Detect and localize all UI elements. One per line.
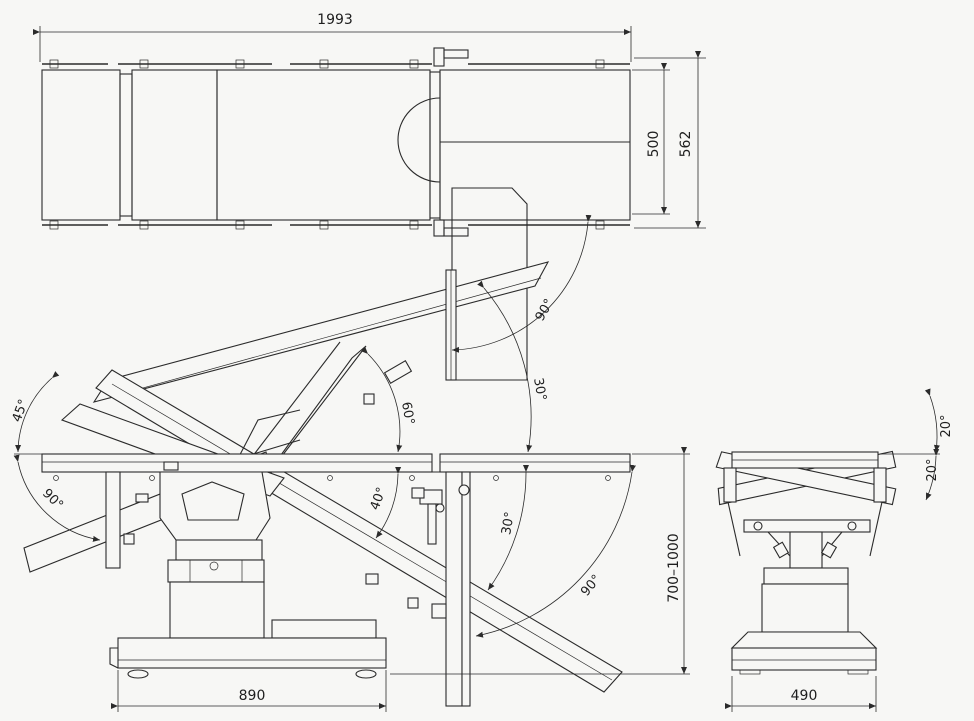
angle-head-45-label: 45° [10, 397, 32, 424]
dimension-base-length: 890 [111, 670, 387, 712]
dimension-overall-length: 1993 [33, 12, 632, 62]
angle-lateral-20-down: 20° [925, 448, 940, 501]
angle-head-90-label: 90° [39, 486, 66, 513]
side-view [23, 261, 631, 707]
angle-lateral-20-up: 20° [880, 388, 954, 455]
dimension-height-range: 700–1000 [390, 447, 690, 675]
angle-leg-90-label: 90° [533, 297, 558, 324]
angle-back-60-label: 60° [398, 401, 417, 426]
angle-lateral-20-up-label: 20° [939, 414, 954, 437]
angle-back-60: 60° [360, 346, 417, 453]
angle-lateral-20-down-label: 20° [925, 458, 940, 481]
dimension-height-range-label: 700–1000 [666, 533, 682, 602]
side-view-column-mechanism [159, 471, 271, 639]
angle-tilt-up-30: 30° [477, 280, 549, 453]
end-view-column-base [730, 567, 878, 675]
side-view-base [109, 619, 387, 679]
top-view-table-sections [41, 47, 631, 237]
angle-back-40: 40° [368, 466, 402, 539]
angle-tilt-down-30: 30° [487, 464, 529, 591]
dimension-base-width: 490 [725, 676, 877, 712]
dimension-base-width-label: 490 [791, 688, 818, 704]
end-view [715, 450, 897, 675]
angle-back-40-label: 40° [368, 485, 390, 512]
angle-head-45: 45° [10, 371, 60, 455]
end-view-undercarriage [743, 519, 871, 569]
dimension-top-width: 500 [632, 63, 670, 215]
side-view-leg-section-columns [105, 269, 471, 707]
angle-tilt-up-30-label: 30° [530, 377, 549, 402]
end-view-table-top [723, 451, 887, 557]
dimension-overall-length-label: 1993 [317, 12, 353, 28]
dimension-overall-width: 562 [634, 51, 706, 229]
dimension-overall-width-label: 562 [678, 131, 694, 158]
dimension-top-width-label: 500 [646, 131, 662, 158]
angle-tilt-down-30-label: 30° [499, 511, 518, 536]
side-view-tilt-up-position [92, 261, 550, 403]
side-view-table-top [41, 453, 631, 481]
top-view-side-rails [42, 63, 630, 226]
dimension-base-length-label: 890 [239, 688, 266, 704]
